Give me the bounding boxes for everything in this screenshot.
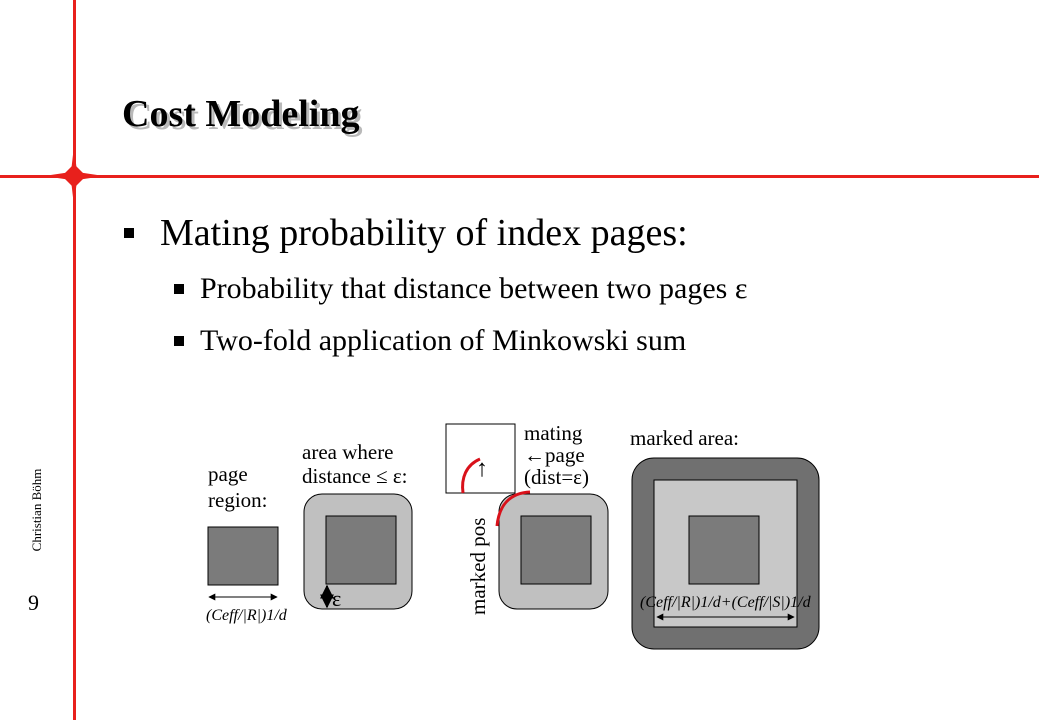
up-arrow-icon: ↑ bbox=[476, 456, 488, 482]
bullet-square-icon bbox=[174, 284, 184, 294]
bullet-square-icon bbox=[124, 228, 134, 238]
epsilon-label: ε bbox=[332, 586, 341, 611]
bullet-text: Two-fold application of Minkowski sum bbox=[200, 324, 687, 357]
marked-page-square bbox=[688, 515, 760, 585]
bullet-level2: Probability that distance between two pa… bbox=[174, 272, 747, 306]
bullet-text: Mating probability of index pages: bbox=[160, 212, 688, 254]
red-curve-top bbox=[461, 457, 481, 494]
accent-horizontal-line bbox=[0, 175, 1039, 178]
page-square bbox=[325, 515, 397, 585]
red-star-icon bbox=[44, 146, 104, 206]
marked-area-label: marked area: bbox=[630, 426, 739, 450]
bullet-square-icon bbox=[174, 336, 184, 346]
formula-2: (Ceff/|R|)1/d+(Ceff/|S|)1/d bbox=[640, 594, 812, 611]
formula-1: (Ceff/|R|)1/d bbox=[206, 607, 288, 624]
area-where-label-2: distance ≤ ε: bbox=[302, 464, 407, 488]
page-region-label-1: page bbox=[208, 462, 248, 486]
slide-title: Cost Modeling bbox=[122, 93, 360, 135]
page-square-2 bbox=[520, 515, 592, 585]
mating-page-square bbox=[445, 423, 516, 494]
page-region-square bbox=[207, 526, 279, 586]
mating-label-3: (dist=ε) bbox=[524, 465, 589, 489]
bullet-level1: Mating probability of index pages: bbox=[124, 211, 688, 255]
accent-vertical-line bbox=[73, 0, 76, 720]
page-region-label-2: region: bbox=[208, 488, 267, 512]
area-where-label-1: area where bbox=[302, 440, 394, 464]
bullet-level2: Two-fold application of Minkowski sum bbox=[174, 324, 686, 358]
mating-label-1: mating bbox=[524, 421, 583, 445]
red-curve-bottom bbox=[495, 490, 531, 527]
marked-pos-label: marked pos bbox=[466, 518, 490, 615]
bullet-text: Probability that distance between two pa… bbox=[200, 272, 748, 305]
page-number: 9 bbox=[28, 590, 39, 615]
mating-label-2: ←page bbox=[524, 443, 585, 467]
